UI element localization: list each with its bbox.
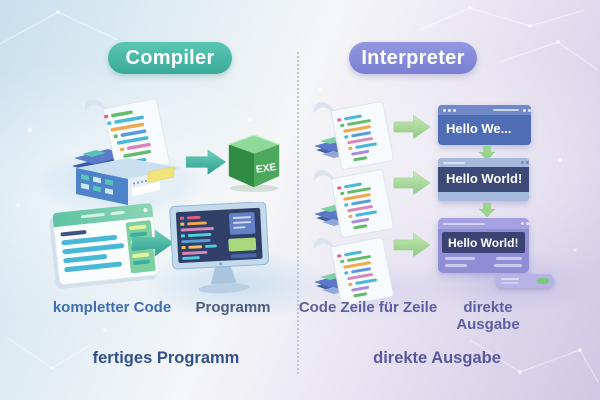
monitor-icon — [169, 202, 270, 294]
arrow-right-icon — [393, 233, 431, 257]
arrow-right-icon — [132, 229, 174, 257]
window-dots-icon — [523, 108, 526, 112]
caption-fertiges-programm: fertiges Programm — [92, 349, 240, 367]
output-window: Hello World! — [438, 218, 529, 273]
output-window: Hello World! — [438, 158, 529, 201]
output-text: Hello We... — [446, 121, 512, 136]
window-titlebar — [438, 218, 529, 229]
output-panel: Hello World! — [442, 232, 525, 253]
window-titlebar-line — [493, 109, 519, 111]
window-content-lines — [438, 253, 529, 267]
arrow-down-icon — [478, 146, 496, 160]
content-line — [445, 257, 475, 260]
box-dots — [133, 180, 147, 185]
caption-programm: Programm — [195, 299, 271, 316]
code-stack-printer-icon — [72, 98, 180, 205]
exe-label: EXE — [255, 162, 277, 176]
output-text: Hello World! — [446, 171, 523, 186]
caption-direkte-ausgabe-bottom: direkte Ausgabe — [373, 349, 501, 367]
window-bottombar — [438, 192, 529, 201]
caption-direkte-ausgabe: direkte Ausgabe — [456, 299, 520, 333]
window-dots-icon — [521, 222, 524, 225]
window-dots-icon — [521, 161, 524, 164]
pill-lines — [501, 278, 519, 280]
window-titlebar-line — [443, 222, 485, 225]
caption-code-zeile: Code Zeile für Zeile — [298, 299, 438, 316]
code-lines — [104, 110, 151, 165]
content-line — [494, 264, 522, 267]
window-dots-icon — [443, 108, 446, 112]
output-text: Hello World! — [448, 235, 519, 250]
exe-cube-icon: EXE — [228, 134, 280, 192]
code-card-icon — [49, 202, 160, 289]
arrow-down-icon — [478, 203, 496, 217]
device-pill-icon — [496, 274, 554, 288]
window-titlebar-line — [443, 161, 465, 164]
output-window: Hello We... — [438, 105, 531, 145]
compiler-badge: Compiler — [108, 42, 232, 74]
content-line — [496, 257, 522, 260]
arrow-right-icon — [393, 171, 431, 195]
center-divider — [297, 52, 299, 374]
arrow-right-icon — [393, 115, 431, 139]
window-titlebar — [438, 105, 531, 115]
arrow-right-icon — [186, 149, 226, 175]
pill-green-button — [537, 278, 549, 284]
interpreter-badge: Interpreter — [349, 42, 477, 74]
window-titlebar — [438, 158, 529, 167]
content-line — [445, 264, 467, 267]
caption-kompletter-code: kompletter Code — [52, 299, 172, 316]
screen-code-lines — [179, 215, 217, 260]
box-buttons — [81, 174, 113, 195]
